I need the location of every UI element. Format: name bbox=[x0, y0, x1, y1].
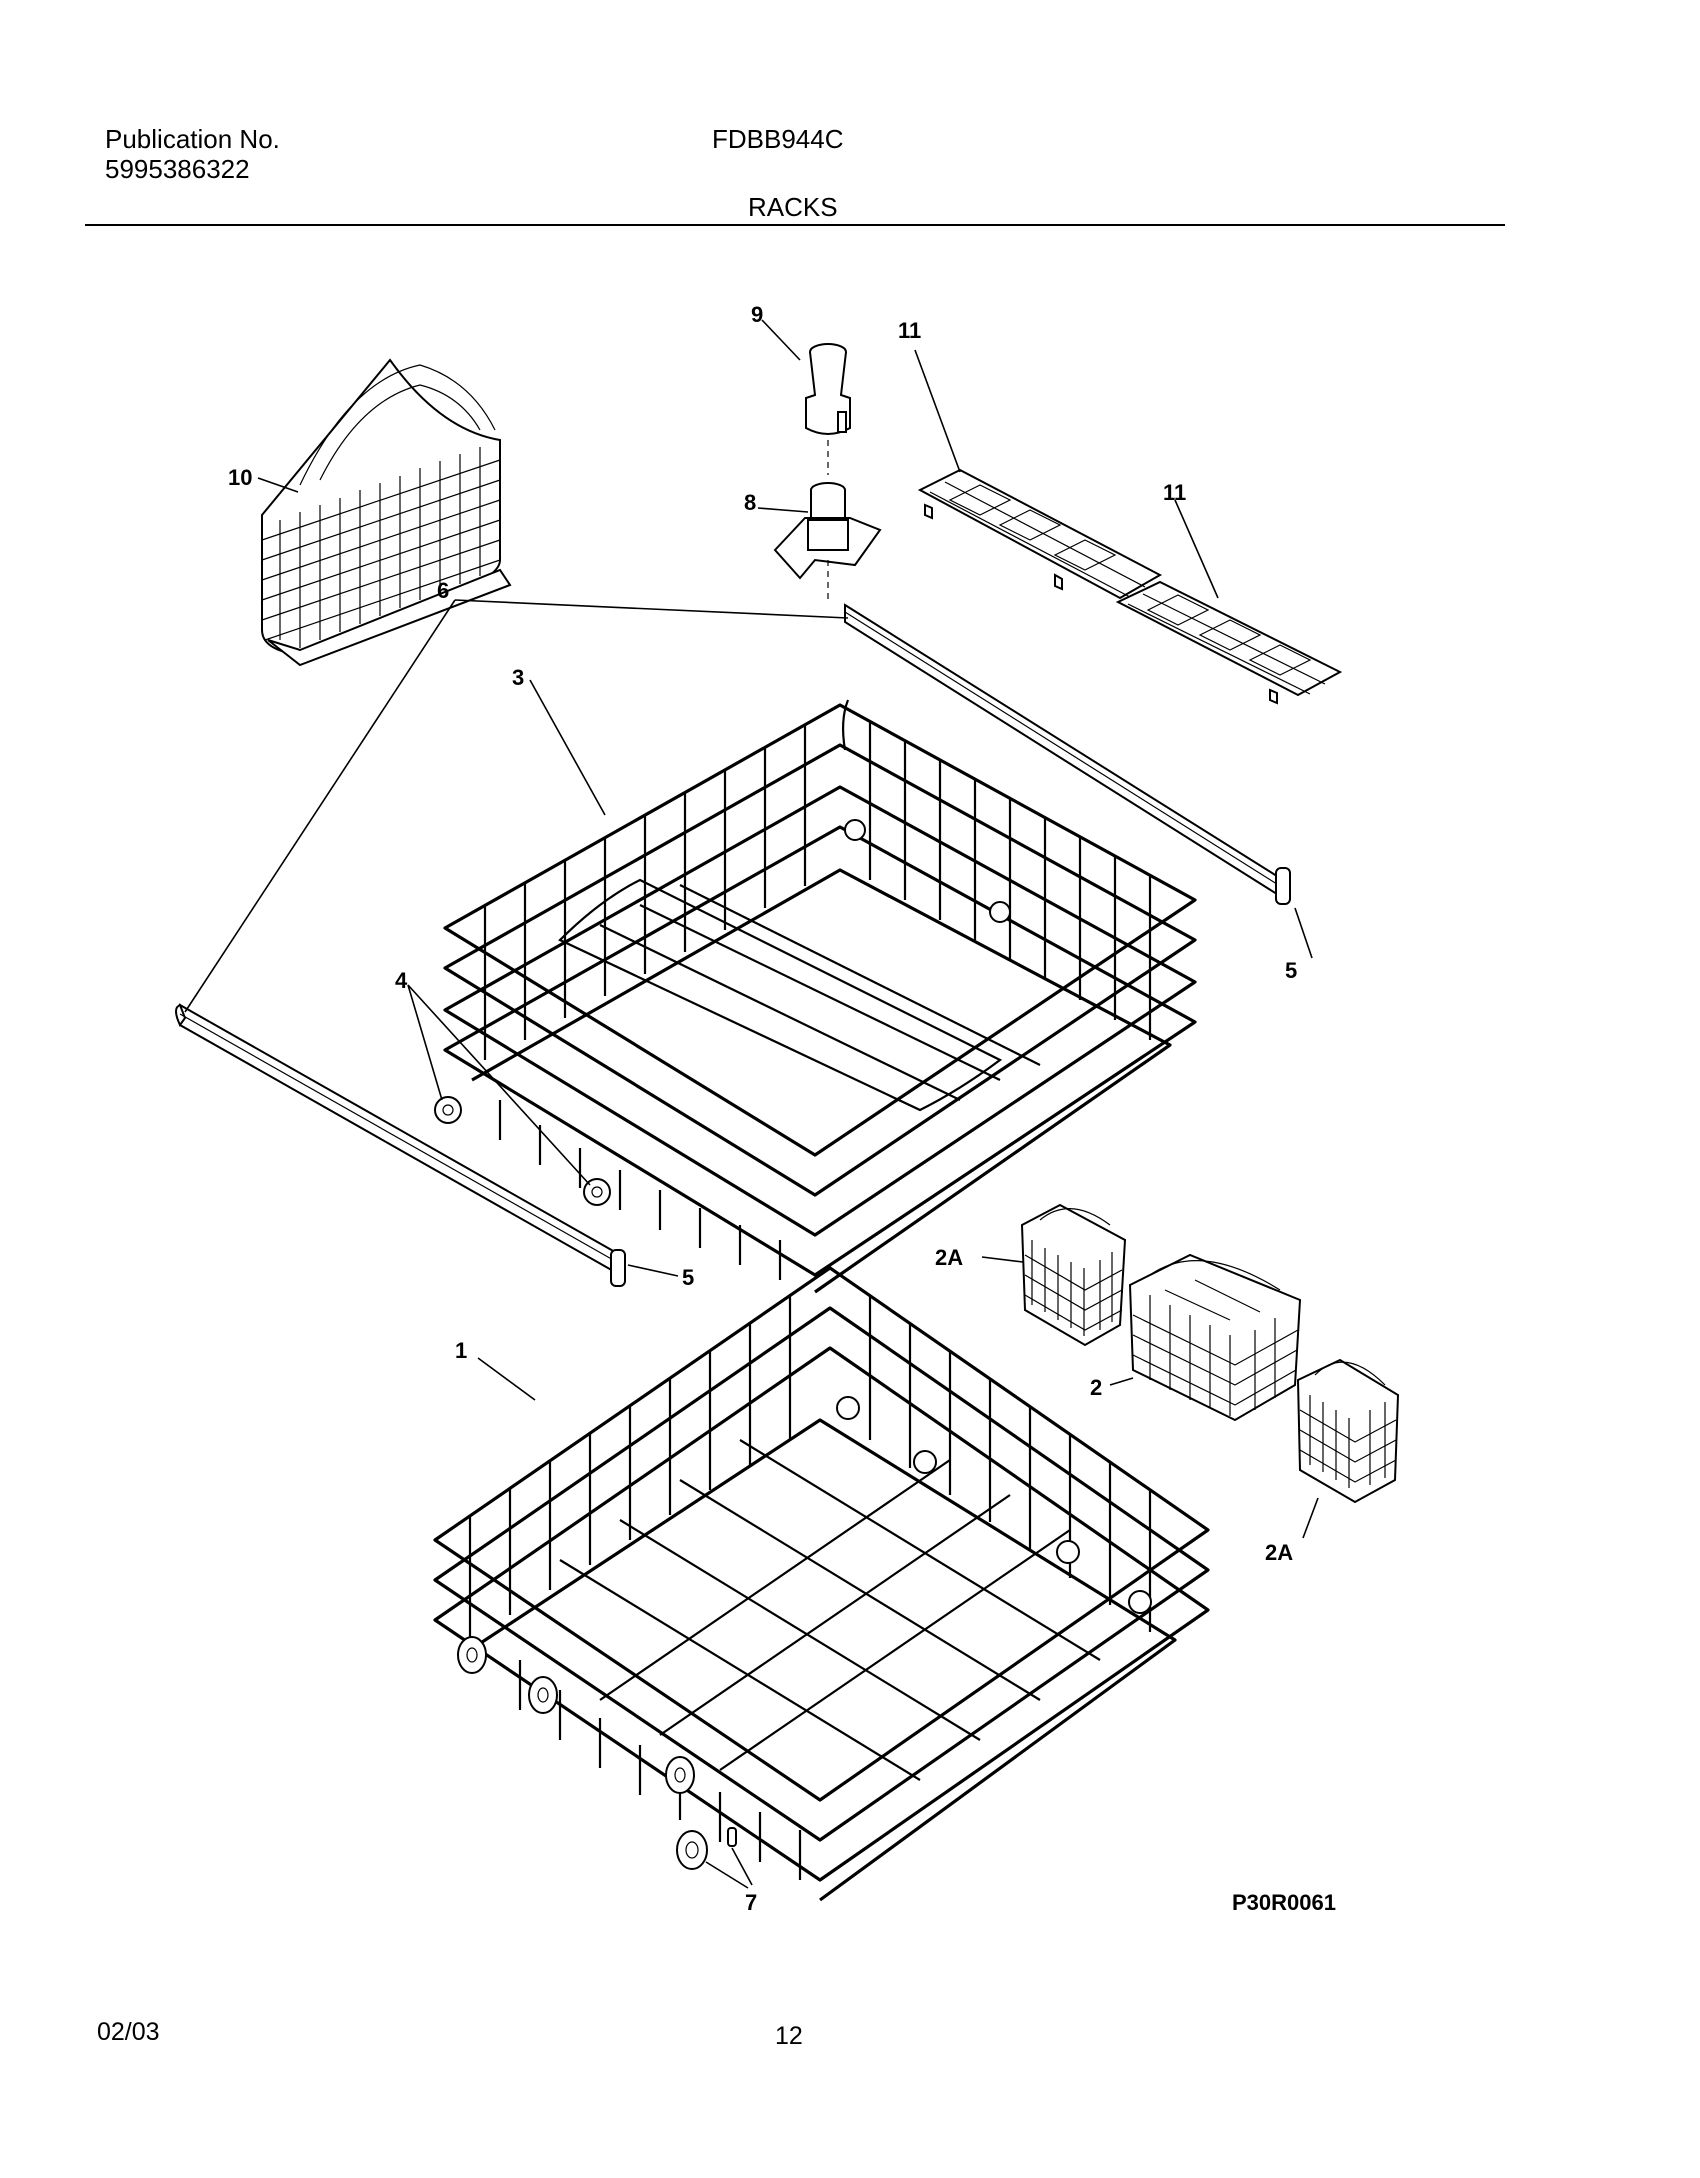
callout-2: 2 bbox=[1090, 1375, 1102, 1400]
lower-rack-wheels bbox=[457, 1636, 695, 1794]
callout-11-left: 11 bbox=[898, 318, 921, 343]
diagram-code: P30R0061 bbox=[1232, 1890, 1336, 1915]
clip-strip-part-11-upper bbox=[917, 468, 1163, 600]
small-basket-part-2a-bottom bbox=[1296, 1358, 1400, 1504]
footer-date: 02/03 bbox=[97, 2018, 160, 2046]
leader-6-right bbox=[454, 599, 849, 619]
callout-2a-bottom: 2A bbox=[1265, 1540, 1293, 1565]
callout-11-right: 11 bbox=[1163, 480, 1186, 505]
section-title: RACKS bbox=[748, 192, 838, 222]
large-basket-part-2 bbox=[1128, 1253, 1302, 1422]
callout-2a-top: 2A bbox=[935, 1245, 963, 1270]
callout-3: 3 bbox=[512, 665, 524, 690]
publication-label: Publication No. bbox=[105, 124, 280, 154]
upper-rack-wheels-part-4 bbox=[434, 1096, 611, 1206]
callout-1: 1 bbox=[455, 1338, 467, 1363]
publication-number: 5995386322 bbox=[105, 154, 250, 184]
callout-10: 10 bbox=[228, 465, 252, 490]
callout-5-left: 5 bbox=[682, 1265, 694, 1290]
leader-6-left bbox=[184, 599, 456, 1013]
upper-rack-part-3 bbox=[443, 699, 1197, 1294]
nozzle-part-9 bbox=[805, 343, 851, 475]
callout-9: 9 bbox=[751, 302, 763, 327]
callout-8: 8 bbox=[744, 490, 756, 515]
callout-5-right: 5 bbox=[1285, 958, 1297, 983]
rail-stop-part-5-right bbox=[1275, 867, 1291, 905]
rail-stop-part-5-left bbox=[610, 1249, 626, 1287]
rail-left-part-6 bbox=[175, 1003, 616, 1274]
leader-lines bbox=[257, 319, 1319, 1889]
callout-4: 4 bbox=[395, 968, 408, 993]
callout-6-rail: 6 bbox=[437, 578, 449, 603]
manifold-part-8 bbox=[773, 482, 882, 600]
small-basket-part-2a-top bbox=[1020, 1203, 1127, 1347]
clip-strip-part-11-lower bbox=[1115, 580, 1343, 705]
wheel-part-7 bbox=[676, 1827, 737, 1870]
header-rule bbox=[85, 224, 1505, 226]
model-number: FDBB944C bbox=[712, 124, 844, 154]
footer-page-number: 12 bbox=[775, 2022, 803, 2050]
lower-rack-part-1 bbox=[433, 1266, 1210, 1902]
silverware-basket-part-10 bbox=[261, 358, 512, 667]
callout-7: 7 bbox=[745, 1890, 757, 1915]
